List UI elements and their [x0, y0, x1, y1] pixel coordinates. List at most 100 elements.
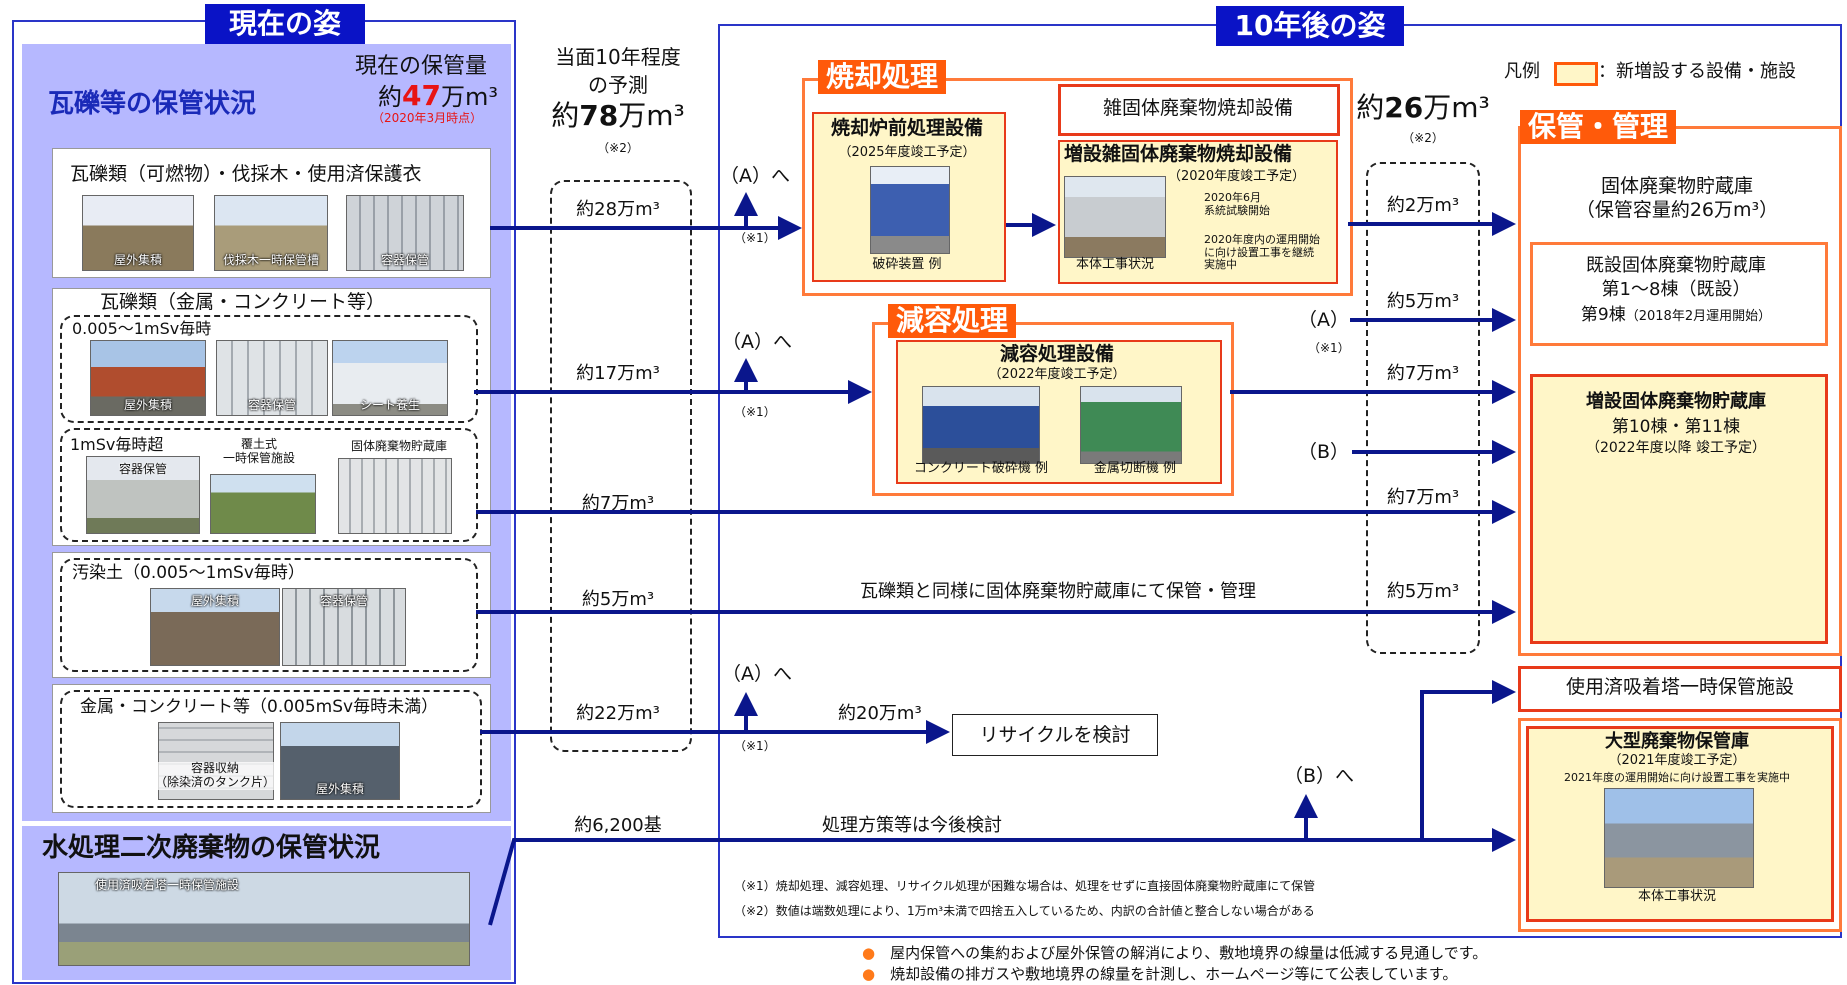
recycle-text: リサイクルを検討 — [979, 724, 1131, 746]
forecast-value-1: 約28万m³ — [576, 199, 660, 220]
photo-caption: 容器保管 — [118, 462, 167, 476]
large-storage-sub: （2021年度竣工予定） — [1608, 753, 1746, 768]
right-title: 10年後の姿 — [1216, 6, 1404, 46]
storage-exist-l3b: （2018年2月運用開始） — [1625, 309, 1772, 324]
toB: （B）へ — [1284, 765, 1355, 787]
group2-title: 瓦礫類（金属・コンクリート等） — [100, 291, 386, 313]
large-storage-title: 大型廃棄物保管庫 — [1605, 731, 1749, 752]
forecast-num: 78 — [579, 99, 619, 132]
toA-1: （A）へ — [720, 165, 790, 187]
photo-caption: 屋外集積 — [190, 594, 239, 608]
forecast-dash — [550, 180, 692, 752]
incin-note1: 2020年6月 系統試験開始 — [1204, 191, 1270, 217]
photo-caption: 容器保管 — [380, 253, 429, 267]
legend-swatch — [1554, 62, 1598, 86]
incineration-title: 焼却処理 — [818, 60, 947, 94]
incin-note2: 2020年度内の運用開始 に向け設置工事を継続 実施中 — [1204, 233, 1320, 272]
soil-text: 瓦礫類と同様に固体廃棄物貯蔵庫にて保管・管理 — [860, 581, 1256, 602]
storage-title: 保管・管理 — [1520, 110, 1677, 144]
reduction-box-sub: （2022年度竣工予定） — [988, 367, 1126, 382]
metal-cutter-caption: 金属切断機 例 — [1093, 461, 1177, 476]
total-note: （※2） — [1402, 131, 1444, 145]
storage-exist-title: 既設固体廃棄物貯蔵庫 — [1586, 255, 1766, 276]
total-26: 約26万m³ — [1348, 91, 1498, 124]
reduction-box-title: 減容処理設備 — [999, 343, 1114, 365]
tower-storage-text: 使用済吸着塔一時保管施設 — [1565, 676, 1794, 698]
reduction-frame — [872, 322, 1234, 496]
storage-add-title: 増設固体廃棄物貯蔵庫 — [1586, 391, 1766, 412]
group2-sub1-label: 0.005～1mSv毎時 — [72, 319, 212, 338]
photo-solid-store-caption: 固体廃棄物貯蔵庫 — [350, 439, 447, 453]
photo-tank-caption: 容器収納 （除染済のタンク片） — [130, 761, 300, 790]
arrow-water-to-store — [488, 828, 1516, 926]
current-num: 47 — [402, 79, 441, 112]
tower-storage-box — [1518, 666, 1842, 712]
legend-text: ：新増設する設備・施設 — [1598, 61, 1796, 82]
group2-sub2-label: 1mSv毎時超 — [70, 435, 164, 454]
photo-caption: 屋外集積 — [113, 253, 162, 267]
right-dash — [1366, 162, 1480, 654]
forecast-unit: 万m³ — [618, 99, 685, 132]
water-text: 処理方策等は今後検討 — [822, 815, 1002, 836]
photo-incinerator-construction — [1064, 176, 1166, 258]
forecast-total: 約78万m³ — [538, 99, 698, 132]
storage-main-title: 固体廃棄物貯蔵庫 — [1600, 175, 1753, 197]
add-incinerator-sub: （2020年度竣工予定） — [1168, 169, 1306, 184]
photo-high-dose-container: 容器保管 — [86, 456, 200, 534]
bullet-2: ● 焼却設備の排ガスや敷地境界の線量を計測し、ホームページ等にて公表しています。 — [862, 965, 1458, 983]
large-storage-photo-caption: 本体工事状況 — [1637, 889, 1716, 904]
bullet-1-text: 屋内保管への集約および屋外保管の解消により、敷地境界の線量は低減する見通しです。 — [890, 944, 1488, 962]
total-num: 26 — [1384, 91, 1424, 124]
toA-3: （A）へ — [722, 663, 792, 685]
photo-caption: 容器保管 — [319, 594, 368, 608]
right-value-4: 約7万m³ — [1386, 487, 1460, 508]
photo-cut-trees: 伐採木一時保管槽 — [214, 195, 328, 271]
right-value-1: 約2万m³ — [1386, 195, 1460, 216]
storage-exist-l2: 第1～8棟（既設） — [1601, 279, 1751, 300]
storage-main-sub: （保管容量約26万m³） — [1575, 199, 1779, 221]
A-right: （A） — [1298, 309, 1349, 331]
incineration-frame — [802, 78, 1353, 296]
misc-incinerator-box — [1058, 84, 1340, 136]
current-pre: 約 — [378, 83, 402, 111]
forecast-value-6: 約6,200基 — [574, 815, 662, 836]
photo-caption: 使用済吸着塔一時保管施設 — [95, 878, 240, 892]
large-storage-note: 2021年度の運用開始に向け設置工事を実施中 — [1564, 771, 1790, 784]
toA-2: （A）へ — [722, 331, 792, 353]
photo-sheet-cover: シート養生 — [332, 340, 448, 416]
photo-caption: 伐採木一時保管槽 — [222, 253, 319, 267]
forecast-value-2: 約17万m³ — [576, 363, 660, 384]
photo-caption: 屋外集積 — [315, 782, 364, 796]
photo-crusher — [870, 166, 950, 254]
bullet-dot: ● — [862, 965, 876, 983]
B-right: （B） — [1298, 441, 1350, 463]
forecast-value-5: 約22万m³ — [576, 703, 660, 724]
photo-soil-cover-caption: 覆土式 一時保管施設 — [222, 437, 295, 465]
photo-metal-cutter — [1080, 386, 1182, 464]
construction-caption: 本体工事状況 — [1075, 257, 1154, 272]
photo-tower-storage: 使用済吸着塔一時保管施設 — [58, 872, 470, 966]
right-value-3: 約7万m³ — [1386, 363, 1460, 384]
storage-add-l3: （2022年度以降 竣工予定） — [1585, 440, 1767, 456]
photo-soil-cover — [210, 474, 316, 534]
photo-metal-pile: 屋外集積 — [280, 722, 400, 800]
current-date: （2020年3月時点） — [372, 111, 483, 125]
photo-caption: シート養生 — [359, 398, 420, 412]
pre-treatment-sub: （2025年度竣工予定） — [838, 145, 976, 160]
water-heading: 水処理二次廃棄物の保管状況 — [42, 833, 381, 863]
photo-metal-outdoor: 屋外集積 — [90, 340, 206, 416]
n1-3: （※1） — [734, 739, 776, 753]
group4-dash — [60, 690, 482, 808]
n1-right: （※1） — [1308, 341, 1350, 355]
left-title: 現在の姿 — [205, 4, 365, 44]
forecast-line1: 当面10年程度 — [555, 45, 681, 69]
storage-add-box — [1530, 374, 1828, 644]
photo-soil-container: 容器保管 — [282, 588, 406, 666]
storage-frame — [1518, 126, 1842, 656]
recycle-amount: 約20万m³ — [838, 703, 922, 724]
forecast-value-4: 約5万m³ — [581, 589, 655, 610]
note-2: （※2）数値は端数処理により、1万m³未満で四捨五入しているため、内訳の合計値と… — [734, 904, 1315, 918]
bullet-2-text: 焼却設備の排ガスや敷地境界の線量を計測し、ホームページ等にて公表しています。 — [890, 965, 1458, 983]
